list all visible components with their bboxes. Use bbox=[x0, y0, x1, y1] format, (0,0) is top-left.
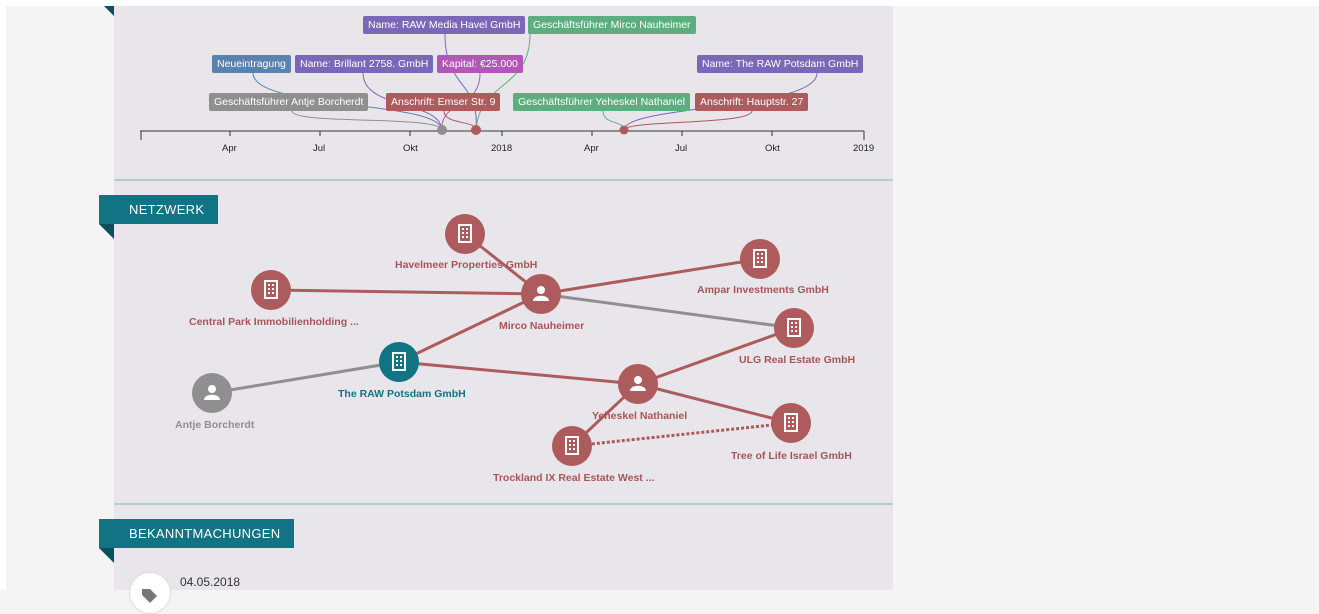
section-divider bbox=[114, 179, 893, 181]
network-node-label[interactable]: ULG Real Estate GmbH bbox=[739, 354, 856, 366]
network-node-label[interactable]: Trockland IX Real Estate West ... bbox=[493, 472, 655, 484]
timeline-axis-label: Okt bbox=[403, 143, 418, 154]
building-icon bbox=[264, 280, 278, 299]
person-icon bbox=[204, 385, 220, 400]
timeline-axis-label: 2019 bbox=[853, 143, 875, 154]
timeline-tag[interactable]: Geschäftsführer Mirco Nauheimer bbox=[528, 16, 696, 34]
building-icon bbox=[458, 224, 472, 243]
network-node-company[interactable] bbox=[445, 214, 485, 254]
timeline-tag[interactable]: Anschrift: Emser Str. 9 bbox=[386, 93, 501, 111]
network-node-person[interactable] bbox=[521, 274, 561, 314]
timeline-tag[interactable]: Name: RAW Media Havel GmbH bbox=[363, 16, 526, 34]
person-icon bbox=[533, 286, 549, 301]
left-strip bbox=[0, 0, 6, 590]
network-node-label[interactable]: Antje Borcherdt bbox=[175, 419, 255, 431]
timeline-tag[interactable]: Name: The RAW Potsdam GmbH bbox=[697, 55, 864, 73]
network-node-label[interactable]: Tree of Life Israel GmbH bbox=[731, 450, 852, 462]
network-node-label[interactable]: Havelmeer Properties GmbH bbox=[395, 259, 538, 271]
timeline-axis-label: Apr bbox=[584, 143, 599, 154]
network-node-company[interactable] bbox=[771, 403, 811, 443]
network-node-person[interactable] bbox=[618, 364, 658, 404]
timeline-tag[interactable]: Name: Brillant 2758. GmbH bbox=[295, 55, 434, 73]
network-node-company[interactable] bbox=[740, 239, 780, 279]
building-icon bbox=[753, 249, 767, 268]
tag-icon bbox=[129, 572, 171, 614]
network-node-label[interactable]: Central Park Immobilienholding ... bbox=[189, 316, 359, 328]
timeline-tag[interactable]: Geschäftsführer Antje Borcherdt bbox=[209, 93, 369, 111]
network-node-label[interactable]: The RAW Potsdam GmbH bbox=[338, 388, 466, 400]
network-node-person[interactable] bbox=[192, 373, 232, 413]
timeline-axis-label: Jul bbox=[675, 143, 688, 154]
timeline-axis-label: Apr bbox=[222, 143, 237, 154]
building-icon bbox=[392, 352, 406, 371]
top-strip bbox=[0, 0, 1319, 6]
person-icon bbox=[630, 376, 646, 391]
network-node-label[interactable]: Mirco Nauheimer bbox=[499, 320, 585, 332]
building-icon bbox=[565, 436, 579, 455]
ribbon-fold bbox=[99, 548, 114, 563]
network-node-label[interactable]: Ampar Investments GmbH bbox=[697, 284, 829, 296]
timeline-axis-label: Jul bbox=[313, 143, 326, 154]
timeline-tag[interactable]: Anschrift: Hauptstr. 27 bbox=[695, 93, 809, 111]
network-node-company[interactable] bbox=[251, 270, 291, 310]
announcement-date[interactable]: 04.05.2018 bbox=[180, 575, 241, 589]
building-icon bbox=[787, 318, 801, 337]
building-icon bbox=[784, 413, 798, 432]
network-node-label[interactable]: Yeheskel Nathaniel bbox=[592, 410, 688, 422]
network-node-company[interactable] bbox=[774, 308, 814, 348]
network-graph bbox=[211, 232, 795, 448]
ribbon-fold bbox=[104, 6, 114, 16]
timeline-axis-label: 2018 bbox=[491, 143, 513, 154]
timeline-connectors bbox=[140, 33, 865, 140]
section-divider bbox=[114, 503, 893, 505]
timeline-tag[interactable]: Geschäftsführer Yeheskel Nathaniel bbox=[513, 93, 690, 111]
timeline-tag[interactable]: Kapital: €25.000 bbox=[437, 55, 523, 73]
section-heading-announcements: BEKANNTMACHUNGEN bbox=[99, 519, 295, 548]
network-node-company-focus[interactable] bbox=[379, 342, 419, 382]
section-heading-network: NETZWERK bbox=[99, 195, 219, 224]
timeline-axis-label: Okt bbox=[765, 143, 780, 154]
ribbon-fold bbox=[99, 224, 114, 239]
network-node-company[interactable] bbox=[552, 426, 592, 466]
timeline-tag[interactable]: Neueintragung bbox=[212, 55, 291, 73]
